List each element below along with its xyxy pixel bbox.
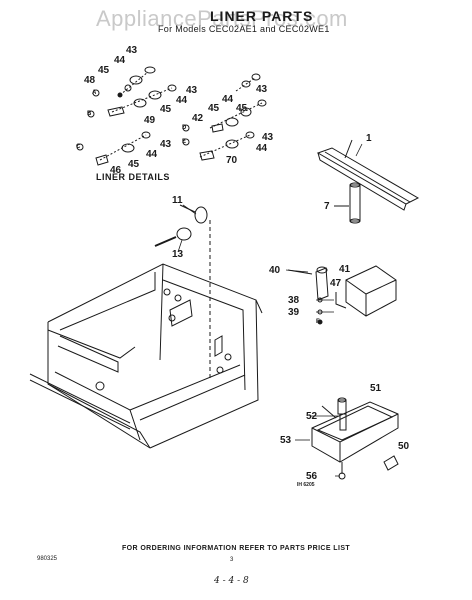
liner-detail-group-6 (182, 131, 255, 161)
socket-part-11 (154, 204, 211, 380)
page-subtitle: For Models CEC02AE1 and CEC02WE1 (158, 24, 330, 34)
callout-7: 7 (324, 201, 330, 212)
callout-39: 39 (288, 307, 300, 318)
part-letter-a: A (92, 90, 97, 96)
part-letter-f: F (316, 319, 320, 325)
liner-detail-group-5 (182, 99, 267, 133)
liner-detail-group-2 (87, 84, 177, 118)
callout-45: 45 (98, 65, 110, 76)
callout-45: 45 (160, 104, 172, 115)
callout-56: 56 (306, 471, 318, 482)
callout-45: 45 (208, 103, 220, 114)
liner-detail-group-4 (235, 73, 261, 92)
callout-40: 40 (269, 265, 281, 276)
part-letter-e: E (182, 139, 187, 145)
callout-48: 48 (84, 75, 96, 86)
drip-tray-part-53 (311, 397, 399, 480)
callout-46: 46 (110, 165, 122, 176)
callout-52: 52 (306, 411, 318, 422)
post-part-7 (334, 182, 361, 224)
callout-43: 43 (186, 85, 198, 96)
callout-44: 44 (114, 55, 126, 66)
liner-detail-group-3 (76, 131, 151, 166)
callout-53: 53 (280, 435, 292, 446)
callout-41: 41 (339, 264, 351, 275)
liner-detail-group-1 (92, 66, 156, 98)
part-letter-c: C (76, 144, 81, 150)
callout-45: 45 (128, 159, 140, 170)
page-number: 3 (230, 557, 234, 563)
callout-44: 44 (146, 149, 158, 160)
page-title: LINER PARTS (210, 8, 314, 24)
callout-43: 43 (256, 84, 268, 95)
part-letter-b: B (87, 111, 92, 117)
callout-38: 38 (288, 295, 300, 306)
document-code: 980325 (37, 556, 58, 562)
callout-44: 44 (256, 143, 268, 154)
callout-51: 51 (370, 383, 382, 394)
callout-45: 45 (236, 103, 248, 114)
callout-50: 50 (398, 441, 410, 452)
liner-box (29, 263, 263, 449)
callout-47: 47 (330, 278, 342, 289)
callout-44: 44 (222, 94, 234, 105)
callout-13: 13 (172, 249, 184, 260)
liner-details-label: LINER DETAILS (96, 172, 170, 182)
leader-lines (177, 143, 363, 477)
ordering-info: FOR ORDERING INFORMATION REFER TO PARTS … (122, 545, 351, 552)
callout-43: 43 (126, 45, 138, 56)
callout-70: 70 (226, 155, 238, 166)
part-letter-d: D (182, 125, 187, 131)
handwritten-note: 4 - 4 - 8 (214, 576, 249, 586)
callout-1: 1 (366, 133, 372, 144)
callout-43: 43 (160, 139, 172, 150)
callout-43: 43 (262, 132, 274, 143)
callout-11: 11 (172, 195, 183, 206)
rail-part-1 (316, 139, 420, 211)
callout-44: 44 (176, 95, 188, 106)
watermark: AppliancePartsPros.com (96, 6, 348, 31)
diagram-id: IH 6205 (297, 482, 315, 488)
callout-49: 49 (144, 115, 156, 126)
callout-42: 42 (192, 113, 204, 124)
